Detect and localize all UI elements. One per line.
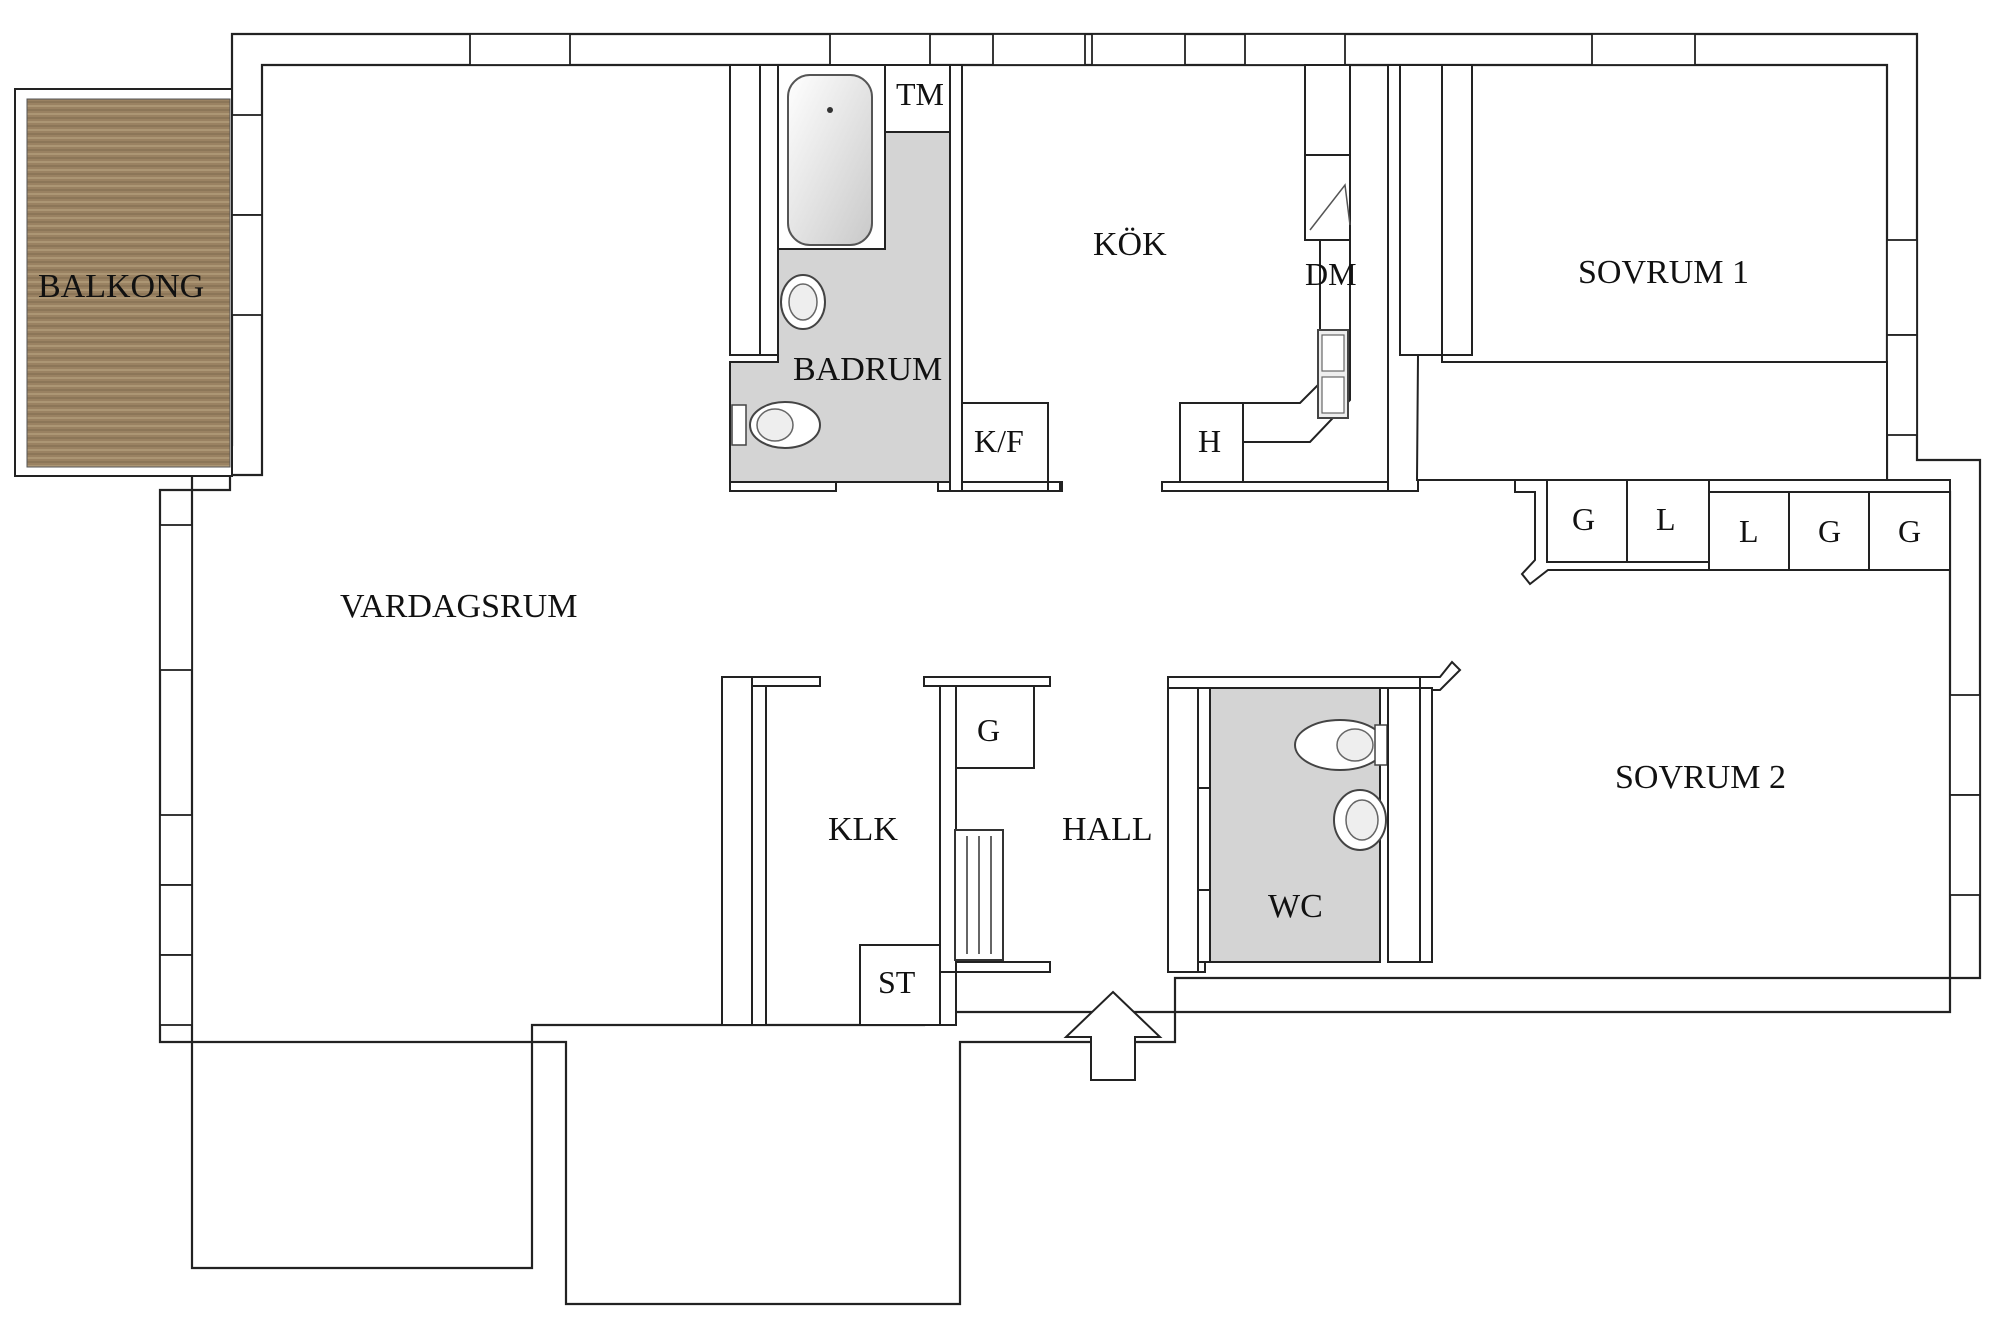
kf-box — [961, 402, 1049, 483]
label-wardrobe-4: G — [1818, 513, 1841, 549]
window-top-3 — [992, 33, 1086, 66]
wc-right-wall-2 — [1419, 687, 1433, 963]
sink-basin — [788, 283, 818, 321]
wardrobe-g-1 — [1546, 479, 1628, 563]
label-badrum: BADRUM — [793, 351, 942, 388]
bathroom-bottom-wall — [729, 481, 837, 492]
balcony-deck — [26, 98, 231, 468]
windows — [159, 33, 1981, 1026]
label-wc: WC — [1268, 888, 1323, 925]
wc-top-angle — [1419, 660, 1462, 691]
kitchen-bottom-wall — [1047, 481, 1061, 492]
bedroom1-closet-wall — [1441, 64, 1473, 356]
label-g-hall: G — [977, 712, 1000, 748]
window-right-2 — [1886, 334, 1918, 436]
wardrobe-g-2 — [1788, 491, 1870, 571]
window-left-2 — [231, 214, 263, 316]
window-right-3 — [1949, 694, 1981, 796]
wc-right-wall — [1387, 687, 1421, 963]
wc-toilet-tank — [1374, 724, 1388, 766]
kitchen-sink-basin-2 — [1321, 376, 1345, 414]
window-lower-left-3 — [159, 884, 193, 956]
label-dm: DM — [1305, 256, 1357, 292]
label-wardrobe-5: G — [1898, 513, 1921, 549]
window-right-4 — [1949, 794, 1981, 896]
label-wardrobe-2: L — [1656, 501, 1676, 537]
wc-left-wall-inner — [1197, 687, 1211, 789]
klk-top-wall-2 — [923, 676, 1051, 687]
wc-sink-basin — [1345, 799, 1379, 841]
hall — [939, 685, 1206, 1081]
window-top-6 — [1591, 33, 1696, 66]
bedroom1-left-wall — [1399, 64, 1443, 356]
klk-left-wall — [721, 676, 753, 1026]
fixture-labels: TM DM K/F H G ST G L L G G — [878, 76, 1921, 1000]
label-kok: KÖK — [1093, 226, 1167, 263]
window-lower-left-4 — [159, 954, 193, 1026]
toilet-seat — [756, 408, 794, 442]
wardrobe-row — [1514, 479, 1951, 586]
label-klk: KLK — [828, 811, 898, 848]
wardrobe-g-3 — [1868, 491, 1951, 571]
label-wardrobe-1: G — [1572, 501, 1595, 537]
room-labels: BALKONG VARDAGSRUM BADRUM KÖK SOVRUM 1 S… — [38, 226, 1786, 925]
label-balkong: BALKONG — [38, 268, 204, 305]
wc — [1167, 660, 1462, 973]
wardrobe-l-2 — [1708, 491, 1790, 571]
window-top-2 — [829, 33, 931, 66]
wc-top-wall — [1167, 676, 1421, 689]
bathtub-drain — [827, 107, 833, 113]
bathroom-left-wall-inner — [759, 64, 779, 356]
fridge-column — [1304, 64, 1351, 156]
window-lower-left-1 — [159, 524, 193, 671]
klk-top-wall — [751, 676, 821, 687]
kitchen-divider-wall — [949, 64, 963, 492]
bedroom1-bottom-wall — [1415, 354, 1888, 481]
window-top-1 — [469, 33, 571, 66]
label-sovrum1: SOVRUM 1 — [1578, 254, 1749, 291]
label-vardagsrum: VARDAGSRUM — [340, 588, 577, 625]
window-right-1 — [1886, 239, 1918, 336]
bedroom1 — [1399, 64, 1888, 481]
window-left-1 — [231, 114, 263, 216]
st-box — [859, 944, 941, 1026]
hall-bottom-wall-left — [955, 961, 1051, 973]
window-top-4 — [1091, 33, 1186, 66]
label-sovrum2: SOVRUM 2 — [1615, 759, 1786, 796]
label-wardrobe-3: L — [1739, 513, 1759, 549]
label-kf: K/F — [974, 423, 1024, 459]
window-top-5 — [1244, 33, 1346, 66]
label-st: ST — [878, 964, 916, 1000]
bathtub-icon — [787, 74, 873, 246]
kitchen-bottom-wall-2 — [1161, 481, 1413, 492]
entrance-arrow-icon — [1063, 990, 1163, 1081]
toilet-tank — [731, 404, 747, 446]
label-hall: HALL — [1062, 811, 1153, 848]
stove-icon — [1309, 183, 1351, 231]
outer-wall — [158, 32, 1982, 1306]
wc-left-wall — [1167, 676, 1199, 973]
window-lower-left-2 — [159, 814, 193, 886]
g-box — [955, 685, 1035, 769]
wc-left-wall-inner-2 — [1197, 889, 1211, 963]
wardrobe-l-1 — [1626, 479, 1710, 563]
kitchen — [949, 64, 1419, 492]
wc-toilet-seat — [1336, 728, 1374, 762]
label-tm: TM — [896, 76, 944, 112]
label-h: H — [1198, 423, 1221, 459]
kitchen-sink-basin-1 — [1321, 334, 1345, 372]
klk-left-wall-inner — [751, 676, 767, 1026]
bathroom-left-wall — [729, 64, 761, 356]
hall-left-wall — [939, 685, 957, 973]
